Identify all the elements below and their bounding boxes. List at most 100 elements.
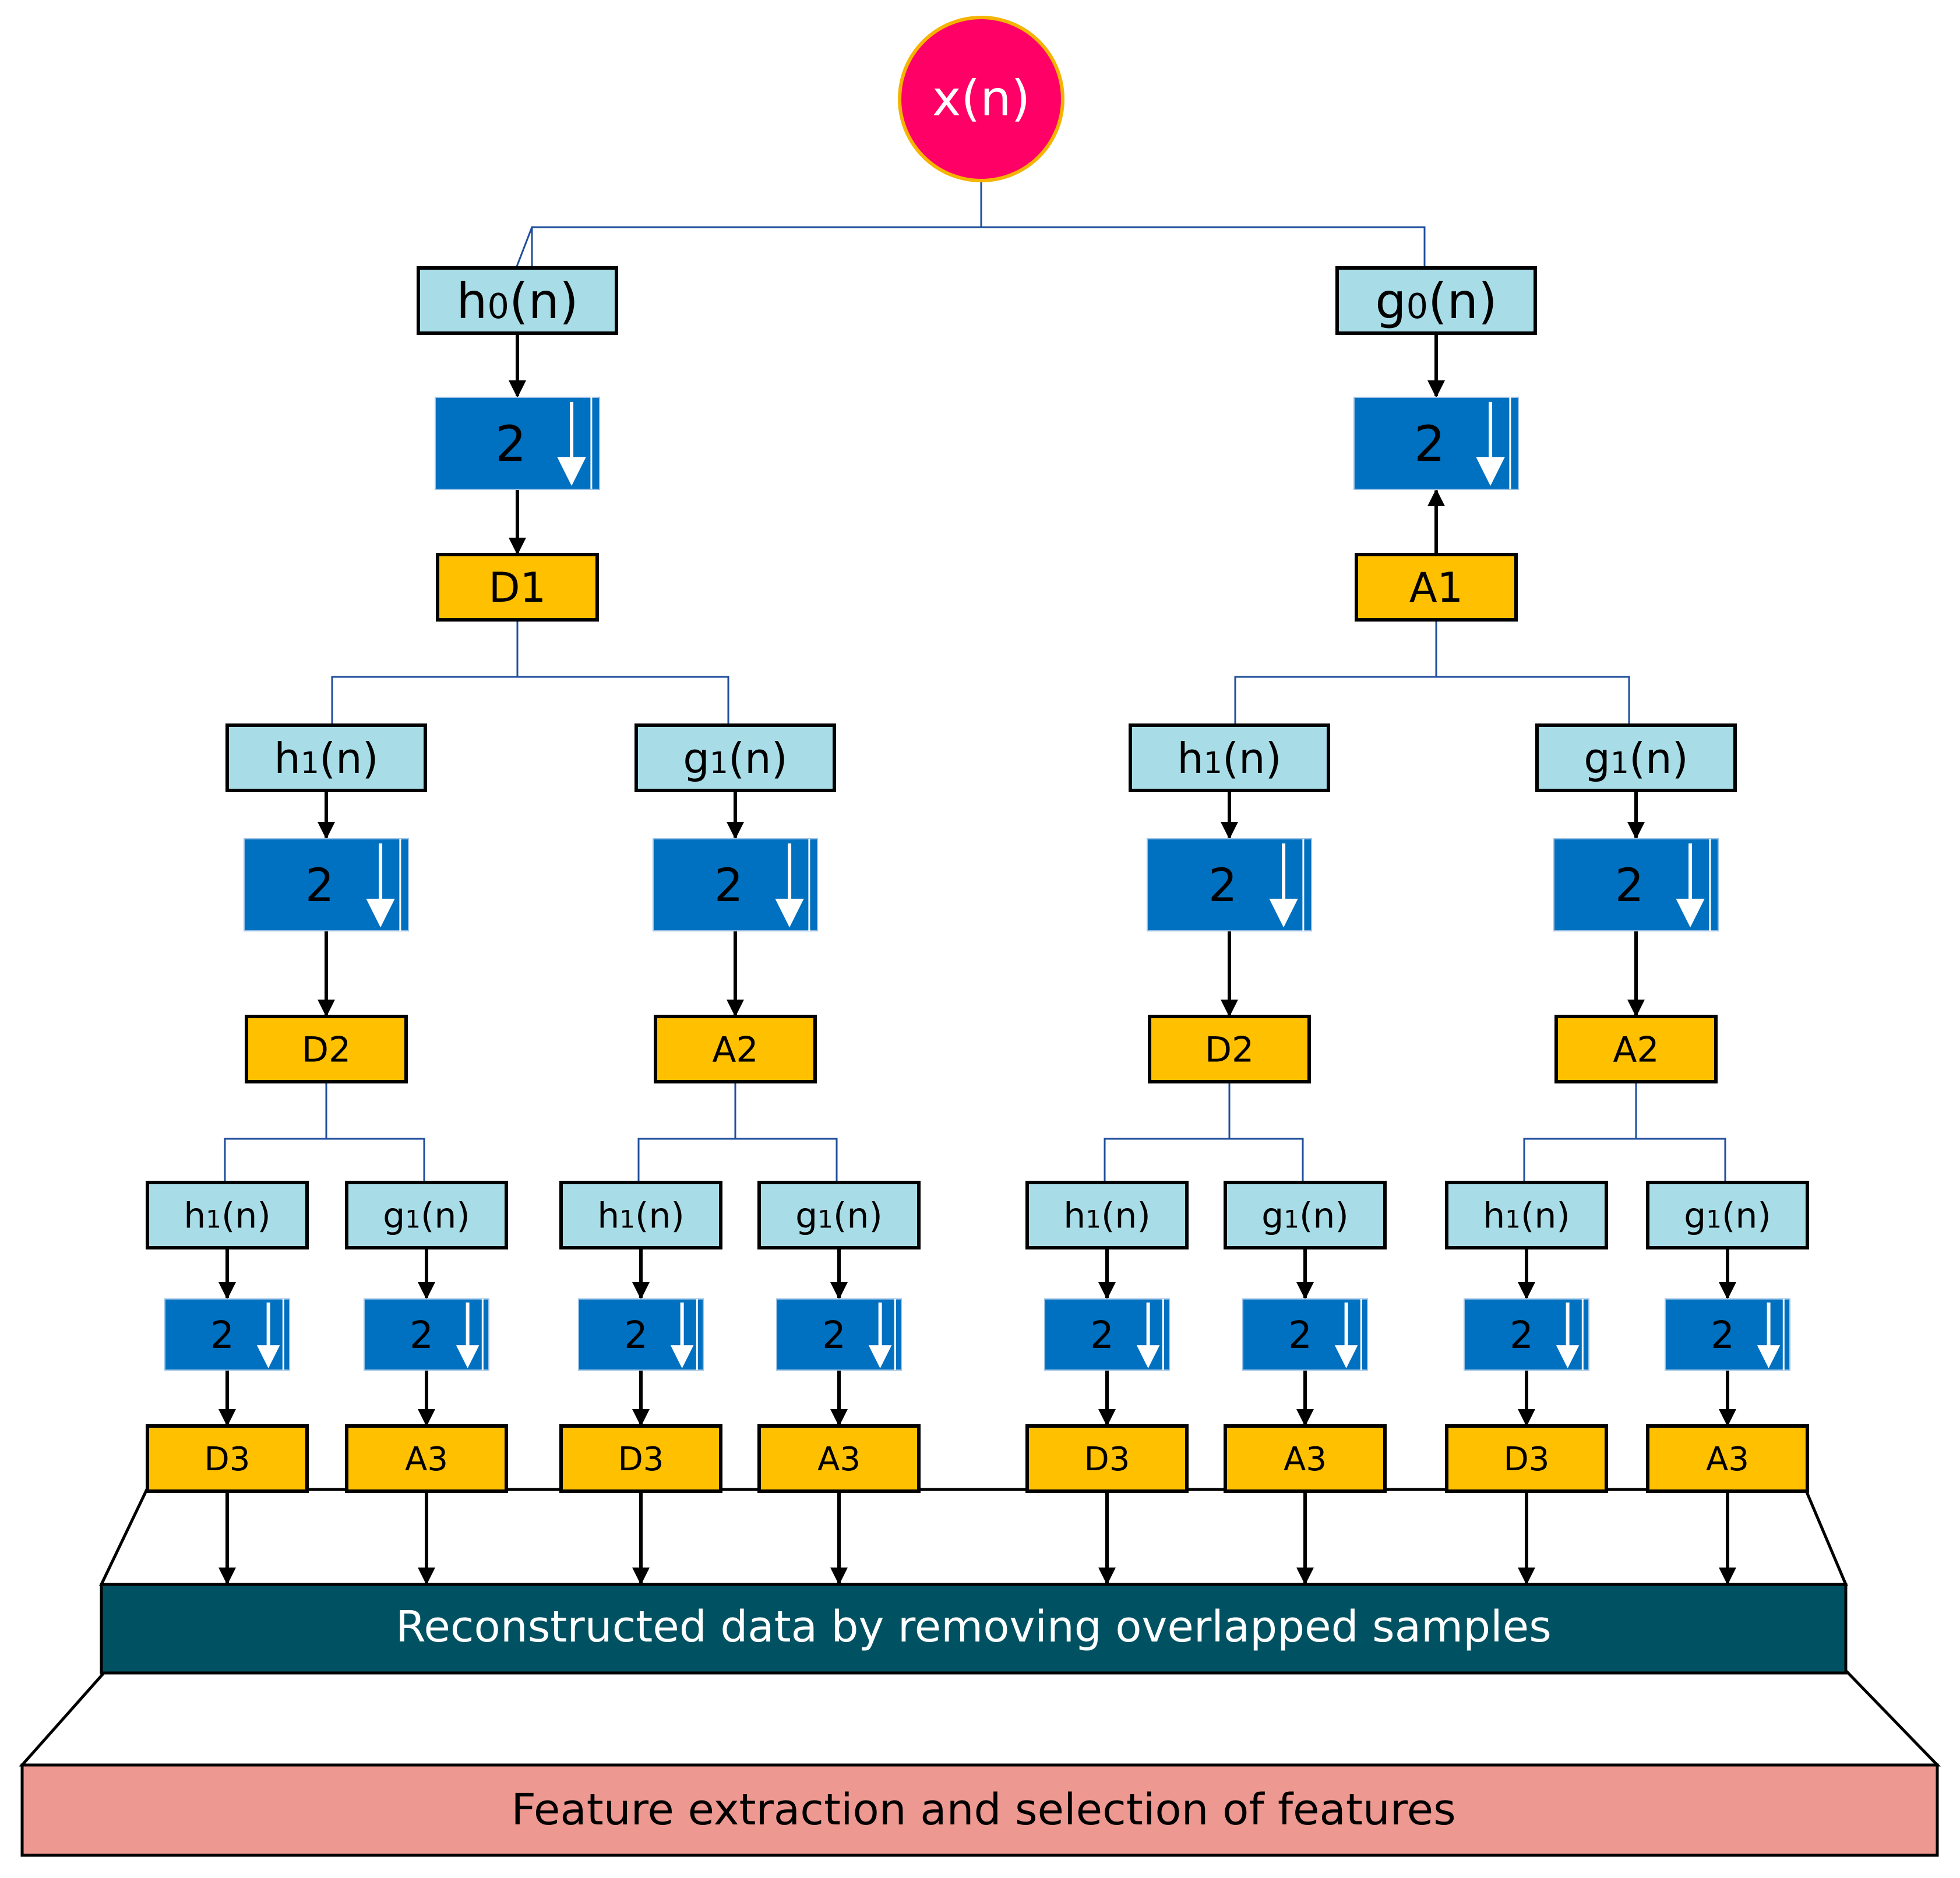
filter-label: g1(n) — [1684, 1196, 1771, 1237]
downsample-factor: 2 — [495, 415, 526, 472]
reconstruct-bar: Reconstructed data by removing overlappe… — [100, 1583, 1848, 1675]
filter-node[interactable]: g1(n) — [1224, 1181, 1387, 1249]
downsample-factor: 2 — [1510, 1314, 1534, 1357]
down-arrow-icon — [1136, 1302, 1160, 1368]
coefficient-label: D3 — [1084, 1441, 1130, 1478]
coefficient-node: D3 — [559, 1424, 722, 1493]
coefficient-label: D2 — [302, 1030, 351, 1071]
coefficient-label: A1 — [1409, 564, 1463, 612]
down-arrow-icon — [1757, 1302, 1781, 1368]
down-arrow-icon — [1334, 1302, 1358, 1368]
connector — [1523, 1138, 1726, 1182]
down-arrow-icon — [557, 401, 586, 486]
downsample-node: 2 — [1665, 1298, 1790, 1371]
downsample-node: 2 — [578, 1298, 704, 1371]
down-arrow-icon — [1476, 401, 1505, 486]
coefficient-label: D1 — [489, 564, 546, 612]
arrows — [218, 333, 1736, 1585]
filter-label: h1(n) — [1177, 734, 1282, 783]
downsample-factor: 2 — [1208, 860, 1238, 912]
coefficient-node: A3 — [1646, 1424, 1809, 1493]
coefficient-node: A2 — [654, 1015, 817, 1083]
coefficient-label: A3 — [1284, 1441, 1327, 1478]
down-arrow-icon — [366, 843, 395, 928]
filter-label: g1(n) — [683, 734, 788, 783]
down-arrow-icon — [256, 1302, 280, 1368]
features-frame — [19, 1670, 1941, 1767]
down-arrow-icon — [1269, 843, 1298, 928]
downsample-node: 2 — [1353, 397, 1519, 490]
downsample-node: 2 — [1147, 838, 1312, 931]
downsample-node: 2 — [1553, 838, 1719, 931]
filter-node[interactable]: g1(n) — [634, 723, 836, 792]
coefficient-label: A2 — [1613, 1030, 1659, 1071]
filter-node[interactable]: g1(n) — [757, 1181, 921, 1249]
filter-label: g1(n) — [383, 1196, 470, 1237]
filter-label: h1(n) — [1483, 1196, 1570, 1237]
downsample-node: 2 — [776, 1298, 902, 1371]
filter-node[interactable]: h1(n) — [559, 1181, 722, 1249]
connectors — [224, 181, 1726, 1182]
filter-label: h0(n) — [456, 273, 578, 330]
downsample-factor: 2 — [1711, 1314, 1735, 1357]
connector — [531, 226, 1426, 268]
coefficient-node: D1 — [436, 553, 599, 622]
coefficient-label: D3 — [618, 1441, 664, 1478]
down-arrow-icon — [775, 843, 804, 928]
coefficient-node: D3 — [1025, 1424, 1189, 1493]
filter-node[interactable]: g1(n) — [1646, 1181, 1809, 1249]
down-arrow-icon — [868, 1302, 892, 1368]
downsample-node: 2 — [364, 1298, 489, 1371]
downsample-factor: 2 — [1414, 415, 1445, 472]
coefficient-label: D2 — [1205, 1030, 1254, 1071]
downsample-node: 2 — [1044, 1298, 1170, 1371]
filter-node[interactable]: h1(n) — [1129, 723, 1330, 792]
filter-label: g0(n) — [1375, 273, 1497, 330]
downsample-factor: 2 — [714, 860, 743, 912]
reconstruct-frame — [99, 1488, 1848, 1586]
filter-label: h1(n) — [184, 1196, 271, 1237]
filter-node[interactable]: h1(n) — [1025, 1181, 1189, 1249]
connector — [331, 676, 729, 725]
coefficient-label: A3 — [817, 1441, 861, 1478]
filter-node[interactable]: h0(n) — [417, 266, 618, 335]
coefficient-label: A2 — [712, 1030, 758, 1071]
downsample-factor: 2 — [1615, 860, 1644, 912]
filter-node[interactable]: h1(n) — [225, 723, 427, 792]
downsample-factor: 2 — [822, 1314, 846, 1357]
coefficient-node: D3 — [146, 1424, 309, 1493]
downsample-factor: 2 — [410, 1314, 433, 1357]
filter-node[interactable]: h1(n) — [1445, 1181, 1608, 1249]
root-node[interactable]: x(n) — [898, 16, 1064, 182]
downsample-node: 2 — [1464, 1298, 1589, 1371]
connector — [515, 226, 1426, 269]
downsample-node: 2 — [244, 838, 409, 931]
features-label: Feature extraction and selection of feat… — [511, 1785, 1455, 1835]
filter-node[interactable]: g1(n) — [345, 1181, 508, 1249]
filter-label: h1(n) — [597, 1196, 685, 1237]
filter-label: g1(n) — [1584, 734, 1688, 783]
coefficient-node: A1 — [1355, 553, 1518, 622]
filter-label: g1(n) — [1261, 1196, 1349, 1237]
downsample-factor: 2 — [1288, 1314, 1312, 1357]
features-bar: Feature extraction and selection of feat… — [20, 1763, 1939, 1857]
filter-node[interactable]: h1(n) — [146, 1181, 309, 1249]
connector — [224, 1138, 425, 1182]
downsample-factor: 2 — [210, 1314, 234, 1357]
coefficient-node: D2 — [245, 1015, 408, 1083]
coefficient-label: A3 — [405, 1441, 448, 1478]
downsample-node: 2 — [435, 397, 600, 490]
down-arrow-icon — [670, 1302, 694, 1368]
coefficient-node: A3 — [1224, 1424, 1387, 1493]
coefficient-label: D3 — [205, 1441, 251, 1478]
downsample-factor: 2 — [624, 1314, 648, 1357]
connector — [637, 1138, 838, 1182]
downsample-factor: 2 — [305, 860, 334, 912]
filter-node[interactable]: g1(n) — [1535, 723, 1737, 792]
down-arrow-icon — [1556, 1302, 1580, 1368]
connector — [1104, 1138, 1304, 1182]
coefficient-node: D3 — [1445, 1424, 1608, 1493]
filter-label: h1(n) — [1063, 1196, 1151, 1237]
filter-node[interactable]: g0(n) — [1335, 266, 1537, 335]
